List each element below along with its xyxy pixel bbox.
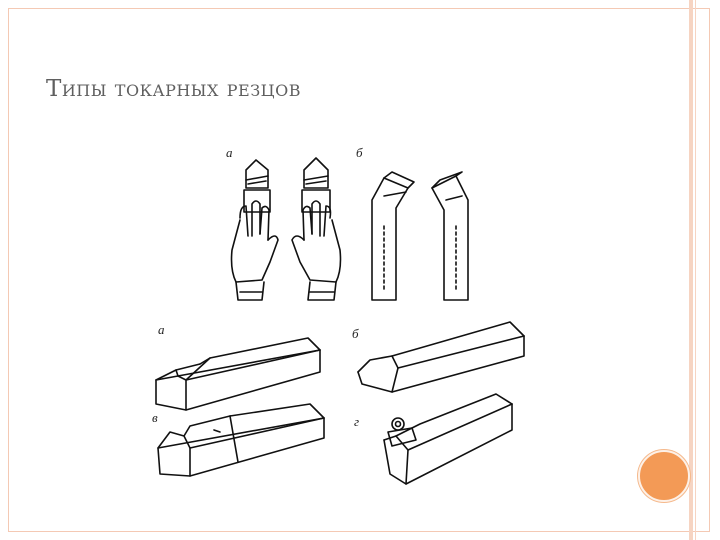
slide-frame bbox=[8, 8, 710, 532]
bent-tool-left bbox=[371, 171, 415, 301]
decorative-side-band bbox=[689, 0, 693, 540]
bottom-label-v: в bbox=[152, 410, 158, 425]
slide-title: Типы токарных резцов bbox=[46, 76, 301, 102]
top-label-a: а bbox=[226, 145, 233, 160]
hand-right-illustration bbox=[291, 157, 342, 301]
top-label-b: б bbox=[356, 145, 363, 160]
bottom-label-a: а bbox=[158, 322, 165, 337]
tool-b-illustration bbox=[357, 321, 525, 393]
bottom-label-g: г bbox=[354, 414, 359, 429]
tool-g-illustration bbox=[383, 393, 513, 485]
bent-tool-right bbox=[431, 171, 469, 301]
decorative-orange-circle bbox=[638, 450, 690, 502]
bottom-label-b: б bbox=[352, 326, 359, 341]
decorative-side-line bbox=[695, 0, 696, 540]
tool-a-illustration bbox=[155, 337, 321, 411]
tool-v-illustration bbox=[157, 403, 325, 477]
hand-left-illustration bbox=[230, 159, 279, 301]
